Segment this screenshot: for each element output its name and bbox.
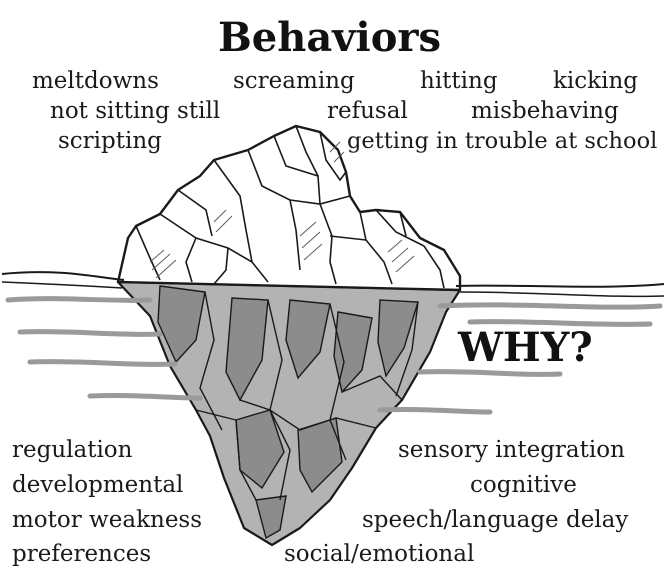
behavior-label: hitting	[420, 68, 498, 94]
cause-label: developmental	[12, 472, 184, 498]
iceberg-above-water	[116, 124, 462, 292]
iceberg-underwater-lines	[195, 291, 419, 501]
behavior-label: kicking	[553, 68, 639, 94]
behavior-label: not sitting still	[50, 98, 221, 124]
cause-label: preferences	[12, 541, 152, 567]
iceberg-shading	[157, 285, 419, 540]
cause-label: sensory integration	[398, 437, 625, 463]
cause-label: speech/language delay	[362, 507, 629, 533]
why-question: WHY?	[458, 324, 593, 371]
behavior-label: refusal	[327, 98, 408, 124]
cause-label: cognitive	[470, 472, 577, 498]
cause-label: social/emotional	[284, 541, 475, 567]
cause-label: motor weakness	[12, 507, 203, 533]
cause-label: regulation	[12, 437, 133, 463]
behavior-label: screaming	[233, 68, 355, 94]
iceberg-hatching	[149, 141, 415, 279]
behavior-label: meltdowns	[32, 68, 159, 94]
behavior-label: scripting	[58, 128, 162, 154]
water-streaks	[5, 296, 663, 415]
diagram-title: Behaviors	[218, 14, 441, 61]
behavior-label: getting in trouble at school	[347, 128, 658, 154]
iceberg-facet-lines	[135, 125, 445, 289]
behavior-label: misbehaving	[471, 98, 619, 124]
water-surface	[1, 271, 665, 298]
